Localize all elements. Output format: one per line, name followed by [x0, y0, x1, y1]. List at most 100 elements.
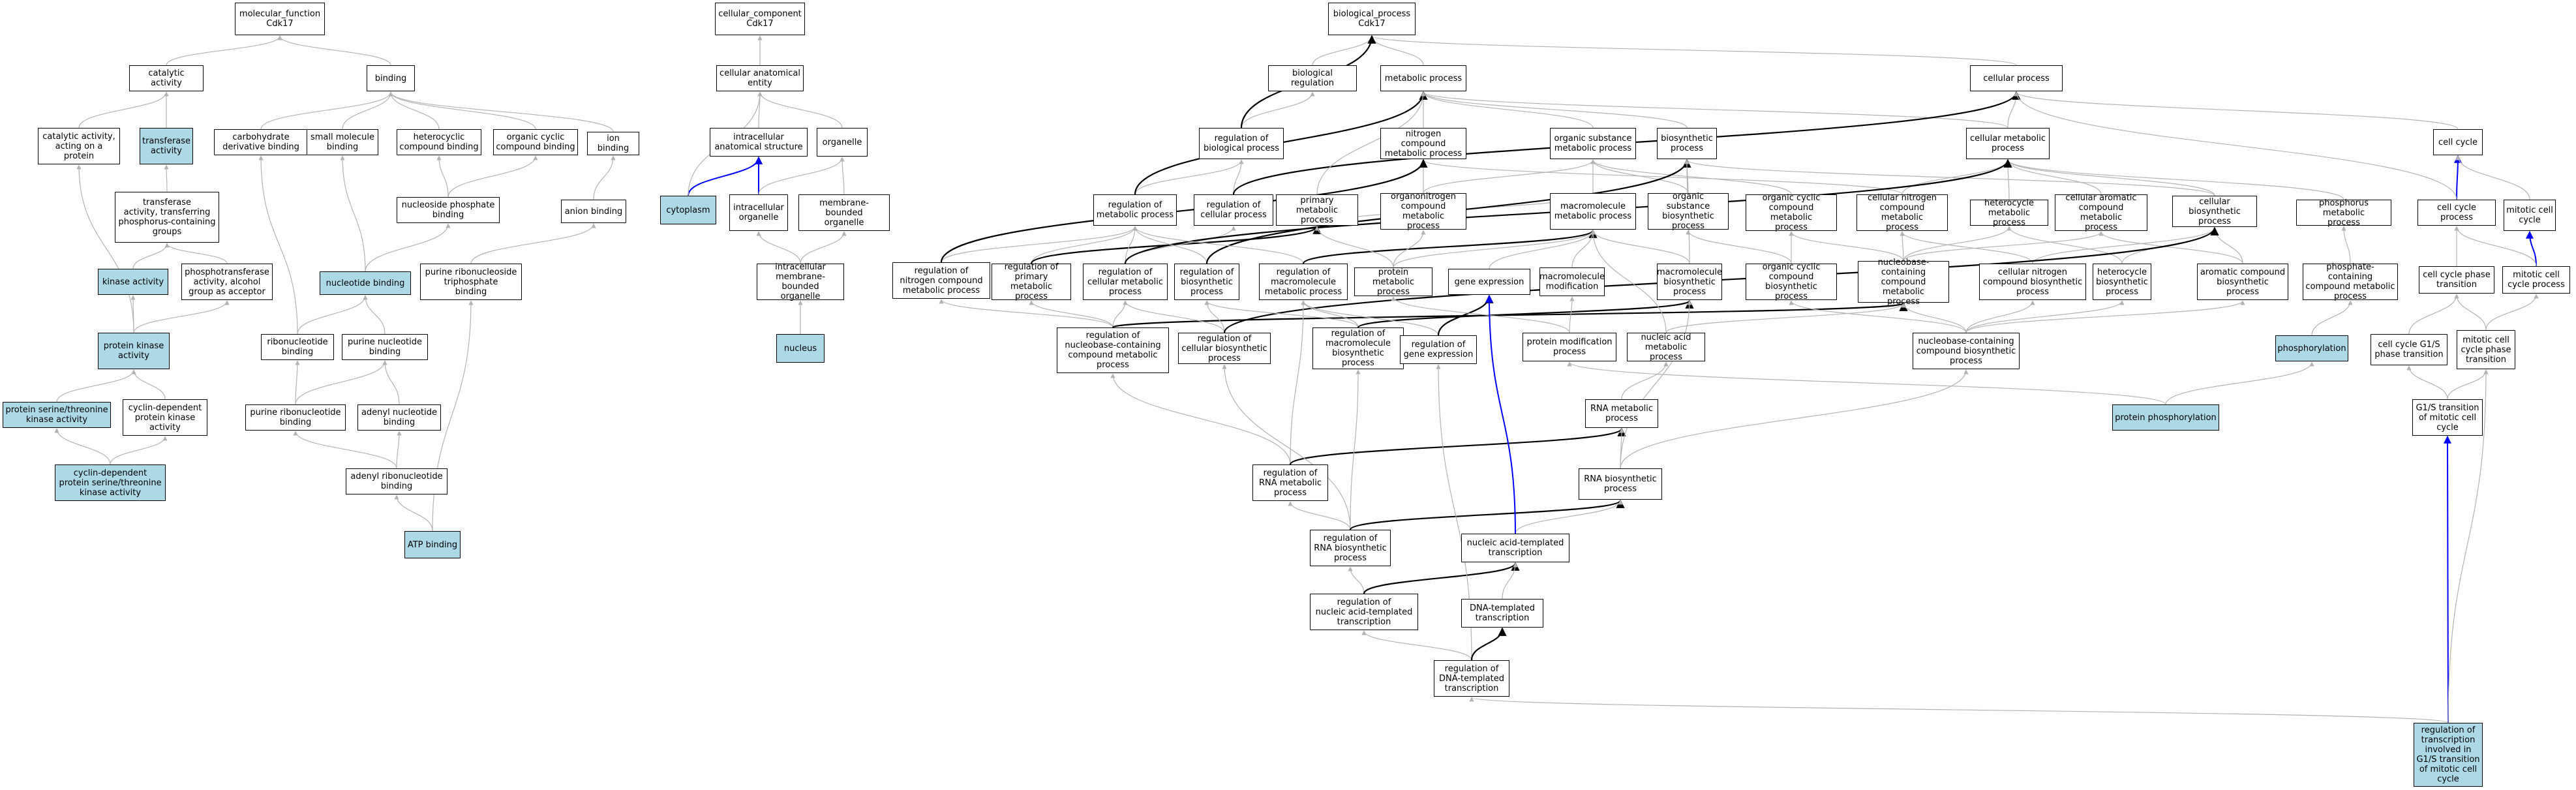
- node-cell-cycle-g1s-phase-transition[interactable]: cell cycle G1/S phase transition: [2371, 334, 2447, 365]
- node-transferase-phosphorus-groups[interactable]: transferase activity, transferring phosp…: [115, 192, 219, 243]
- node-biological-process-cdk17[interactable]: biological_process Cdk17: [1328, 3, 1416, 35]
- node-macromolecule-modification[interactable]: macromolecule modification: [1539, 267, 1605, 296]
- node-mitotic-cell-cycle-phase-transition[interactable]: mitotic cell cycle phase transition: [2457, 330, 2515, 369]
- node-purine-ribonucleotide-binding[interactable]: purine ribonucleotide binding: [245, 404, 346, 431]
- node-adenyl-nucleotide-binding[interactable]: adenyl nucleotide binding: [357, 404, 441, 431]
- node-phosphate-metabolic-process[interactable]: phosphate-containing compound metabolic …: [2303, 262, 2398, 301]
- node-phosphorylation[interactable]: phosphorylation: [2275, 335, 2348, 361]
- node-ribonucleotide-binding[interactable]: ribonucleotide binding: [261, 334, 334, 360]
- node-organic-substance-metabolic-process[interactable]: organic substance metabolic process: [1550, 128, 1636, 159]
- node-nucleic-acid-metabolic-process[interactable]: nucleic acid metabolic process: [1627, 333, 1705, 362]
- node-regulation-of-cellular-biosynthetic-process[interactable]: regulation of cellular biosynthetic proc…: [1178, 333, 1271, 364]
- node-cellular-anatomical-entity[interactable]: cellular anatomical entity: [716, 65, 804, 91]
- node-nucleus[interactable]: nucleus: [776, 334, 825, 363]
- node-regulation-of-nitrogen-metabolic-process[interactable]: regulation of nitrogen compound metaboli…: [892, 262, 990, 299]
- node-regulation-of-nucleic-acid-templated-transcription[interactable]: regulation of nucleic acid-templated tra…: [1310, 594, 1418, 630]
- node-nitrogen-compound-metabolic-process[interactable]: nitrogen compound metabolic process: [1380, 128, 1466, 159]
- node-g1s-transition-mitotic[interactable]: G1/S transition of mitotic cell cycle: [2412, 399, 2483, 436]
- node-metabolic-process[interactable]: metabolic process: [1380, 65, 1466, 91]
- node-cellular-nitrogen-biosynthetic-process[interactable]: cellular nitrogen compound biosynthetic …: [1979, 264, 2086, 300]
- node-rna-biosynthetic-process[interactable]: RNA biosynthetic process: [1579, 468, 1662, 500]
- node-cellular-component-cdk17[interactable]: cellular_component Cdk17: [715, 3, 805, 35]
- node-heterocyclic-compound-binding[interactable]: heterocyclic compound binding: [397, 129, 481, 155]
- node-nucleic-acid-templated-transcription[interactable]: nucleic acid-templated transcription: [1461, 534, 1569, 562]
- node-atp-binding[interactable]: ATP binding: [404, 531, 461, 558]
- node-intracellular-membrane-bounded-organelle[interactable]: intracellular membrane-bounded organelle: [757, 262, 844, 301]
- node-organic-cyclic-biosynthetic-process[interactable]: organic cyclic compound biosynthetic pro…: [1746, 262, 1837, 301]
- node-cellular-nitrogen-metabolic-process[interactable]: cellular nitrogen compound metabolic pro…: [1856, 193, 1948, 232]
- node-cdk-activity[interactable]: cyclin-dependent protein kinase activity: [123, 399, 207, 436]
- node-mitotic-cell-cycle[interactable]: mitotic cell cycle: [2504, 200, 2556, 231]
- node-rna-metabolic-process[interactable]: RNA metabolic process: [1585, 399, 1658, 428]
- node-nucleobase-biosynthetic-process[interactable]: nucleobase-containing compound biosynthe…: [1913, 333, 2020, 369]
- edge-reg_met-to-reg_bio: [1134, 159, 1244, 195]
- node-aromatic-biosynthetic-process[interactable]: aromatic compound biosynthetic process: [2197, 264, 2288, 300]
- node-organic-substance-biosynthetic-process[interactable]: organic substance biosynthetic process: [1648, 192, 1729, 231]
- node-regulation-of-cellular-metabolic-process[interactable]: regulation of cellular metabolic process: [1083, 264, 1168, 300]
- node-cellular-biosynthetic-process[interactable]: cellular biosynthetic process: [2172, 196, 2257, 227]
- node-transferase-activity[interactable]: transferase activity: [140, 128, 193, 164]
- node-regulation-of-primary-metabolic-process[interactable]: regulation of primary metabolic process: [992, 262, 1071, 301]
- edge-g1s_phase-to-cell_cycle_phase: [2408, 294, 2459, 335]
- node-anion-binding[interactable]: anion binding: [561, 200, 626, 223]
- node-cellular-aromatic-metabolic-process[interactable]: cellular aromatic compound metabolic pro…: [2055, 193, 2147, 232]
- node-mitotic-cell-cycle-process[interactable]: mitotic cell cycle process: [2502, 266, 2570, 294]
- node-biosynthetic-process[interactable]: biosynthetic process: [1657, 128, 1717, 159]
- node-protein-phosphorylation[interactable]: protein phosphorylation: [2112, 404, 2219, 431]
- node-macromolecule-biosynthetic-process[interactable]: macromolecule biosynthetic process: [1657, 264, 1722, 300]
- node-regulation-of-rna-biosynthetic-process[interactable]: regulation of RNA biosynthetic process: [1310, 530, 1391, 566]
- node-cell-cycle-process[interactable]: cell cycle process: [2417, 200, 2496, 226]
- node-binding[interactable]: binding: [367, 65, 415, 91]
- node-catalytic-activity-on-protein[interactable]: catalytic activity, acting on a protein: [38, 128, 120, 164]
- node-molecular-function-cdk17[interactable]: molecular_function Cdk17: [235, 3, 325, 35]
- node-regulation-of-biological-process[interactable]: regulation of biological process: [1199, 128, 1284, 159]
- node-cell-cycle-phase-transition[interactable]: cell cycle phase transition: [2419, 266, 2494, 294]
- node-organelle[interactable]: organelle: [817, 128, 868, 157]
- node-regulation-of-transcription-g1s-mitotic[interactable]: regulation of transcription involved in …: [2414, 723, 2483, 787]
- node-organonitrogen-metabolic-process[interactable]: organonitrogen compound metabolic proces…: [1380, 192, 1466, 231]
- node-cytoplasm[interactable]: cytoplasm: [660, 196, 716, 224]
- node-regulation-of-biosynthetic-process[interactable]: regulation of biosynthetic process: [1174, 264, 1239, 300]
- node-carbohydrate-derivative-binding[interactable]: carbohydrate derivative binding: [214, 129, 308, 155]
- node-organic-cyclic-metabolic-process[interactable]: organic cyclic compound metabolic proces…: [1746, 193, 1837, 232]
- node-regulation-of-macromolecule-metabolic-process[interactable]: regulation of macromolecule metabolic pr…: [1259, 264, 1348, 300]
- node-protein-modification-process[interactable]: protein modification process: [1523, 333, 1616, 361]
- node-organic-cyclic-compound-binding[interactable]: organic cyclic compound binding: [493, 129, 578, 155]
- node-ion-binding[interactable]: ion binding: [587, 132, 639, 155]
- node-nucleoside-phosphate-binding[interactable]: nucleoside phosphate binding: [397, 197, 500, 223]
- node-gene-expression[interactable]: gene expression: [1448, 269, 1530, 295]
- node-regulation-of-nucleobase-metabolic-process[interactable]: regulation of nucleobase-containing comp…: [1057, 327, 1169, 373]
- node-purine-nucleotide-binding[interactable]: purine nucleotide binding: [342, 334, 428, 360]
- node-ser-thr-kinase-activity[interactable]: protein serine/threonine kinase activity: [3, 402, 111, 428]
- node-regulation-of-cellular-process[interactable]: regulation of cellular process: [1194, 194, 1273, 226]
- node-intracellular-organelle[interactable]: intracellular organelle: [729, 194, 788, 231]
- node-nucleotide-binding[interactable]: nucleotide binding: [320, 271, 411, 295]
- node-protein-kinase-activity[interactable]: protein kinase activity: [98, 333, 170, 369]
- node-small-molecule-binding[interactable]: small molecule binding: [307, 129, 378, 155]
- node-biological-regulation[interactable]: biological regulation: [1268, 65, 1357, 91]
- node-phosphotransferase-alcohol[interactable]: phosphotransferase activity, alcohol gro…: [181, 264, 273, 300]
- node-cdk-ser-thr-kinase-activity[interactable]: cyclin-dependent protein serine/threonin…: [55, 464, 166, 501]
- node-regulation-of-gene-expression[interactable]: regulation of gene expression: [1400, 335, 1477, 364]
- node-primary-metabolic-process[interactable]: primary metabolic process: [1276, 194, 1358, 226]
- node-regulation-of-rna-metabolic-process[interactable]: regulation of RNA metabolic process: [1252, 464, 1328, 501]
- node-phosphorus-metabolic-process[interactable]: phosphorus metabolic process: [2296, 198, 2391, 228]
- node-heterocycle-metabolic-process[interactable]: heterocycle metabolic process: [1970, 198, 2048, 228]
- node-dna-templated-transcription[interactable]: DNA-templated transcription: [1461, 599, 1543, 628]
- node-cell-cycle[interactable]: cell cycle: [2433, 129, 2483, 155]
- node-membrane-bounded-organelle[interactable]: membrane-bounded organelle: [798, 194, 890, 231]
- node-regulation-of-macromolecule-biosynthetic-process[interactable]: regulation of macromolecule biosynthetic…: [1312, 327, 1404, 369]
- node-kinase-activity[interactable]: kinase activity: [98, 269, 168, 295]
- node-protein-metabolic-process[interactable]: protein metabolic process: [1354, 267, 1432, 297]
- node-nucleobase-metabolic-process[interactable]: nucleobase-containing compound metabolic…: [1858, 258, 1949, 307]
- node-cellular-metabolic-process[interactable]: cellular metabolic process: [1966, 128, 2050, 159]
- node-cellular-process[interactable]: cellular process: [1970, 65, 2063, 91]
- node-adenyl-ribonucleotide-binding[interactable]: adenyl ribonucleotide binding: [346, 468, 447, 494]
- node-catalytic-activity[interactable]: catalytic activity: [129, 65, 204, 91]
- node-purine-ribonucleoside-triphosphate-binding[interactable]: purine ribonucleoside triphosphate bindi…: [420, 264, 522, 300]
- node-regulation-of-dna-templated-transcription[interactable]: regulation of DNA-templated transcriptio…: [1434, 660, 1509, 697]
- node-intracellular-anatomical-structure[interactable]: intracellular anatomical structure: [710, 128, 808, 157]
- node-regulation-of-metabolic-process[interactable]: regulation of metabolic process: [1093, 194, 1177, 226]
- node-macromolecule-metabolic-process[interactable]: macromolecule metabolic process: [1550, 193, 1636, 230]
- node-heterocycle-biosynthetic-process[interactable]: heterocycle biosynthetic process: [2093, 264, 2151, 300]
